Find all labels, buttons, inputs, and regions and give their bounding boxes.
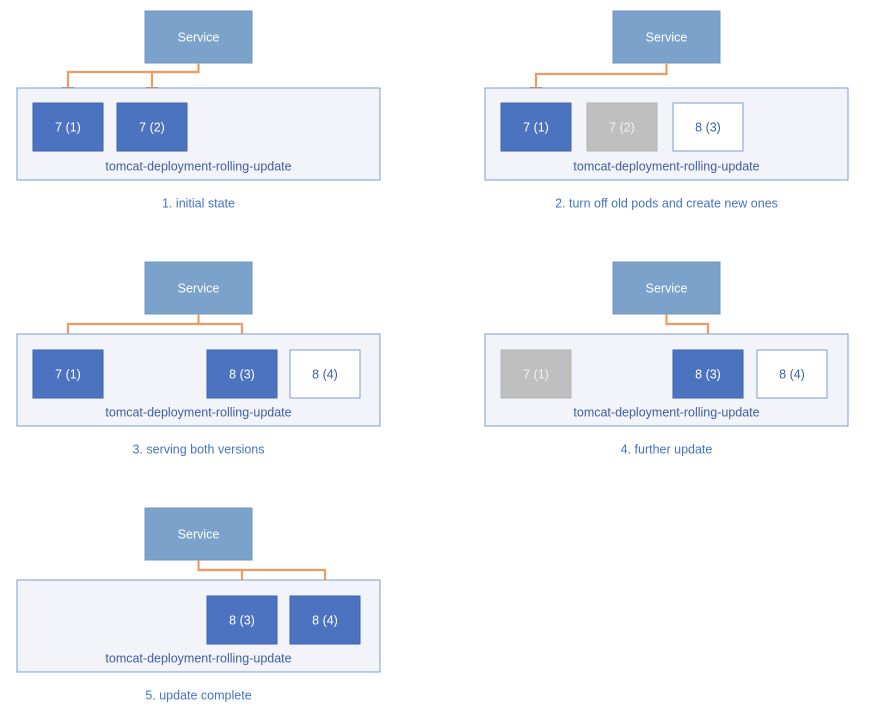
deployment-name-label: tomcat-deployment-rolling-update [105,651,291,665]
pod-label: 7 (2) [609,120,635,134]
pod-box[interactable] [289,349,361,399]
service-box-label: Service [646,30,688,44]
service-box-label: Service [178,281,220,295]
pod-label: 8 (3) [229,367,255,381]
pod-label: 8 (3) [695,120,721,134]
pod-box[interactable] [500,349,572,399]
pod-box[interactable] [500,102,572,152]
service-box-label: Service [178,527,220,541]
service-box[interactable] [144,10,253,64]
panel-caption: 4. further update [621,442,713,456]
panel-3: Service 7 (1) 8 (3) 8 (4) tomcat-deploym… [16,261,381,456]
pod-box[interactable] [586,102,658,152]
service-box[interactable] [144,507,253,561]
connector-to-pod-2 [665,314,710,339]
panel-caption: 3. serving both versions [132,442,264,456]
panel-4: Service 7 (1) 8 (3) 8 (4) tomcat-deploym… [484,261,849,456]
pod-label: 8 (4) [312,367,338,381]
connector-to-pod-1 [66,63,200,88]
pod-label: 7 (2) [139,120,165,134]
panel-5: Service 8 (3) 8 (4) tomcat-deployment-ro… [16,507,381,702]
service-box[interactable] [144,261,253,315]
deployment-name-label: tomcat-deployment-rolling-update [105,405,291,419]
service-box-label: Service [646,281,688,295]
service-box-label: Service [178,30,220,44]
service-box[interactable] [612,10,721,64]
deployment-name-label: tomcat-deployment-rolling-update [573,159,759,173]
connector-to-pod-2 [150,70,199,88]
pod-box[interactable] [672,349,744,399]
pod-label: 8 (4) [779,367,805,381]
pod-box[interactable] [756,349,828,399]
connector-to-pod-1 [66,314,200,339]
panel-1: Service 7 (1) 7 (2) tomcat-deployment-ro… [16,10,381,210]
pod-box[interactable] [672,102,744,152]
panel-caption: 5. update complete [145,688,251,702]
pod-label: 8 (4) [312,613,338,627]
pod-box[interactable] [289,595,361,645]
pod-box[interactable] [206,595,278,645]
deployment-name-label: tomcat-deployment-rolling-update [573,405,759,419]
pod-label: 8 (3) [695,367,721,381]
panel-caption: 2. turn off old pods and create new ones [555,196,778,210]
connector-to-pod-1 [534,63,668,88]
deployment-name-label: tomcat-deployment-rolling-update [105,159,291,173]
panel-caption: 1. initial state [162,196,235,210]
pod-box[interactable] [32,102,104,152]
pod-label: 8 (3) [229,613,255,627]
service-box[interactable] [612,261,721,315]
panel-2: Service 7 (1) 7 (2) 8 (3) tomcat-deploym… [484,10,849,210]
pod-label: 7 (1) [55,120,81,134]
pod-box[interactable] [206,349,278,399]
pod-box[interactable] [32,349,104,399]
pod-label: 7 (1) [55,367,81,381]
pod-box[interactable] [116,102,188,152]
pod-label: 7 (1) [523,120,549,134]
pod-label: 7 (1) [523,367,549,381]
